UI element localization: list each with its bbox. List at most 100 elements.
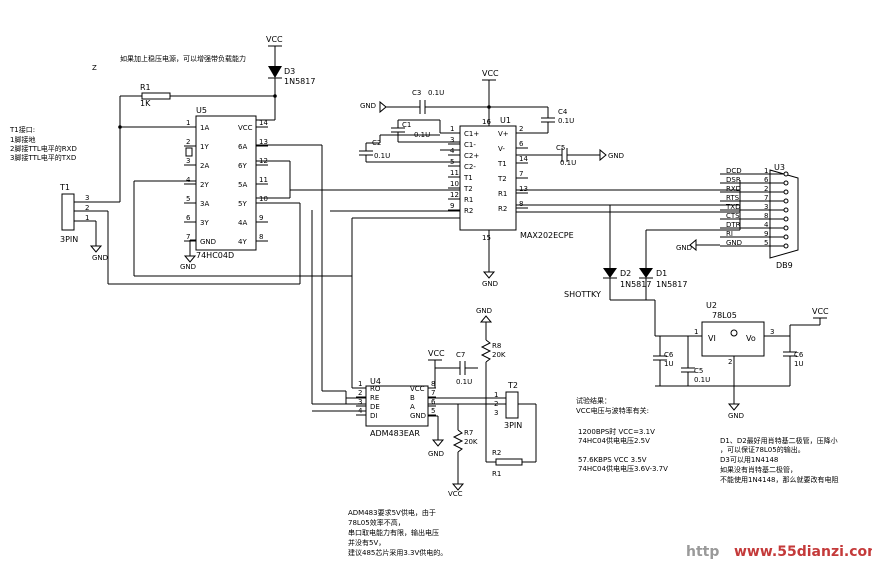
u4-right-pin-num: 7 — [431, 389, 435, 397]
c5b-name: C5 — [694, 367, 703, 375]
u4-left-pin-label: RE — [370, 394, 379, 402]
db9-pin-num: 8 — [764, 212, 768, 220]
u2-name: U2 — [706, 301, 717, 310]
db9-pin-num: 5 — [764, 239, 768, 247]
u1-right-pin-num: 14 — [519, 155, 528, 163]
note-rate-line4: 74HC04供电电压2.5V — [578, 436, 650, 445]
r7-name: R7 — [464, 429, 473, 437]
c4-name: C4 — [558, 108, 568, 116]
note-diode-line3: D3可以用1N4148 — [720, 456, 778, 464]
note-rate-line6: 74HC04供电电压3.6V-3.7V — [578, 464, 668, 473]
u2-vo: Vo — [746, 334, 756, 343]
u4-right-pin-label: GND — [410, 412, 426, 420]
u1-right-pin-label: R1 — [498, 190, 507, 198]
u5-left-pin-label: 1A — [200, 124, 209, 132]
u3-name: U3 — [774, 163, 785, 172]
u5-left-pin-num: 2 — [186, 138, 190, 146]
db9-signal-label: GND — [726, 239, 742, 247]
u5-right-pin-label: VCC — [238, 124, 253, 132]
u1-left-pin-label: T2 — [463, 185, 473, 193]
note-top-line1: 如果加上稳压电源，可以增强带负载能力 — [120, 54, 246, 63]
u1-right-pin-num: 7 — [519, 170, 523, 178]
db9-pin-dot — [783, 216, 789, 222]
u1-signal-wiring — [290, 189, 740, 276]
note-diode-line1: D1、D2最好用肖特基二极管，压降小 — [720, 436, 838, 445]
u1-left-pin-num: 4 — [450, 147, 455, 155]
t1-note: T1接口: 1脚接地 2脚接TTL电平的RXD 3脚接TTL电平的TXD — [9, 125, 77, 162]
c7-value: 0.1U — [456, 378, 472, 386]
u1-pin15: 15 — [482, 234, 491, 242]
note-diode: D1、D2最好用肖特基二极管，压降小 ，可以保证78L05的输出。 D3可以用1… — [720, 436, 839, 484]
note-diode-line4: 如果没有肖特基二极管， — [720, 465, 797, 474]
r1-value: 1K — [140, 99, 151, 108]
gnd-label-u5: GND — [180, 263, 196, 271]
u2-pin1: 1 — [694, 328, 698, 336]
db9-pin-dot — [783, 225, 789, 231]
diode-d1: D1 1N5817 — [610, 229, 740, 336]
u3-part: DB9 — [776, 261, 793, 270]
r8-name: R8 — [492, 342, 501, 350]
u1-right-pin-num: 13 — [519, 185, 528, 193]
u5-name: U5 — [196, 106, 207, 115]
u5-wiring: GND — [108, 119, 352, 405]
db9-pin-num: 7 — [764, 194, 768, 202]
u5-right-pin-num: 14 — [259, 119, 268, 127]
d3-part: 1N5817 — [284, 77, 315, 86]
vcc-label-r7: VCC — [448, 490, 463, 498]
u4-right-wiring: VCC C7 0.1U GND R8 20K VCC R7 20K GND — [428, 307, 537, 498]
u1-left-pin-num: 10 — [450, 180, 459, 188]
note-diode-line5: 不能使用1N4148，那么就要改有电阻 — [720, 475, 839, 484]
note-rate-line1: 试验结果： — [576, 396, 611, 405]
vcc-label-u4: VCC — [428, 349, 445, 358]
u1-left-pin-label: C2+ — [464, 152, 479, 160]
u1-caps: C3 0.1U GND C1 0.1U C2 0.1U C4 0.1U — [359, 89, 624, 167]
u5-right-pin-label: 5A — [238, 181, 247, 189]
gnd-label-t1: GND — [92, 254, 108, 262]
u1-right-pin-label: T2 — [497, 175, 507, 183]
u4-left-pin-num: 1 — [358, 380, 362, 388]
vcc-top-d3: VCC — [266, 35, 283, 66]
u1-left-pin-num: 11 — [450, 169, 459, 177]
u1-right-pin-num: 2 — [519, 125, 523, 133]
c4-value: 0.1U — [558, 117, 574, 125]
u1-right-pin-label: V- — [498, 145, 505, 153]
db9-pin-dot — [783, 171, 789, 177]
c6b-name: C6 — [794, 351, 804, 359]
u4-part: ADM483EAR — [370, 429, 420, 438]
u1-left-pin-label: R2 — [464, 207, 473, 215]
db9-pin-dot — [783, 234, 789, 240]
u1-left-pin-label: T1 — [463, 174, 473, 182]
u1-left-pin-label: C1+ — [464, 130, 479, 138]
u5-left-pin-num: 6 — [186, 214, 191, 222]
gnd-label-r8: GND — [476, 307, 492, 315]
u5-right-pin-num: 9 — [259, 214, 263, 222]
db9-pin-dot — [783, 243, 789, 249]
c5-name: C5 — [556, 144, 565, 152]
db9-pin-num: 1 — [764, 167, 768, 175]
t1-note-line1: T1接口: — [9, 125, 35, 134]
c1-name: C1 — [402, 121, 411, 129]
note-adm-line1: ADM483要求5V供电，由于 — [348, 508, 436, 517]
t2-part: 3PIN — [504, 421, 522, 430]
u1-left-pin-num: 1 — [450, 125, 454, 133]
u5-left-pin-label: 3Y — [200, 219, 209, 227]
u1-left-pin-label: R1 — [464, 196, 473, 204]
c5-value: 0.1U — [560, 159, 576, 167]
db9-pin-dot — [783, 207, 789, 213]
t1-pin2: 2 — [85, 204, 89, 212]
vcc-label: VCC — [266, 35, 283, 44]
c3-value: 0.1U — [428, 89, 444, 97]
r1-name: R1 — [140, 83, 151, 92]
r7-value: 20K — [464, 438, 478, 446]
u5-left-pin-label: GND — [200, 238, 216, 246]
u5-right-pin-num: 10 — [259, 195, 268, 203]
u1-pin16: 16 — [482, 118, 491, 126]
db9-pin-num: 3 — [764, 203, 768, 211]
u5-right-pin-label: 6Y — [238, 162, 247, 170]
c5b-value: 0.1U — [694, 376, 710, 384]
u5-left-pin-label: 1Y — [200, 143, 209, 151]
db9-pin-num: 9 — [764, 230, 768, 238]
u5-right-pin-num: 13 — [259, 138, 268, 146]
u4-left-pin-label: DE — [370, 403, 380, 411]
watermark-site: www.55dianzi.com — [734, 544, 872, 560]
